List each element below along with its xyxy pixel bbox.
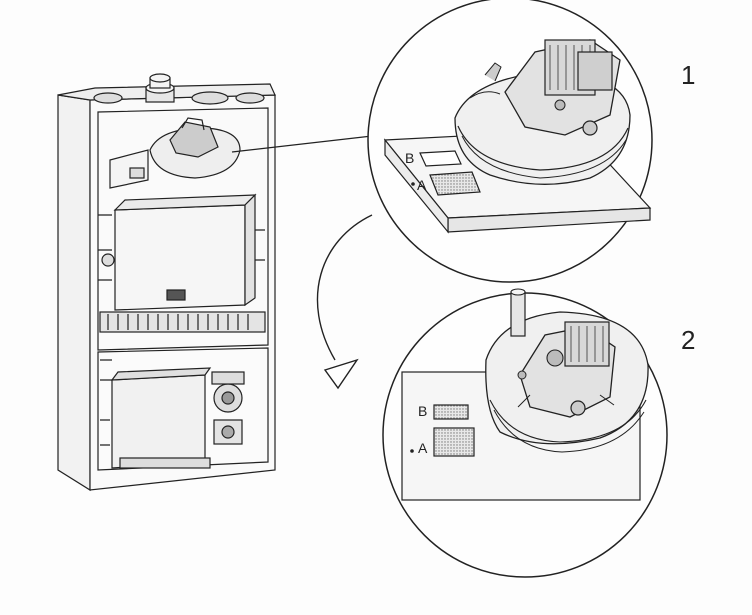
label-a-1: A bbox=[417, 177, 427, 193]
detail-circle-2 bbox=[382, 288, 668, 578]
boiler bbox=[57, 73, 276, 492]
label-b-1: B bbox=[405, 150, 415, 166]
label-b-2: B bbox=[418, 403, 428, 419]
label-window-a-2 bbox=[433, 427, 475, 457]
label-window-b-2 bbox=[433, 404, 469, 420]
label-window-b-1 bbox=[419, 150, 462, 167]
label-window-a-1 bbox=[429, 171, 481, 196]
detail-circle-1 bbox=[367, 0, 653, 283]
transition-arrow bbox=[316, 214, 373, 361]
arrow-head bbox=[323, 358, 359, 390]
leader-line bbox=[231, 135, 373, 153]
label-a-2: A bbox=[418, 440, 428, 456]
detail-number-2: 2 bbox=[681, 325, 696, 355]
detail-number-1: 1 bbox=[681, 60, 696, 90]
